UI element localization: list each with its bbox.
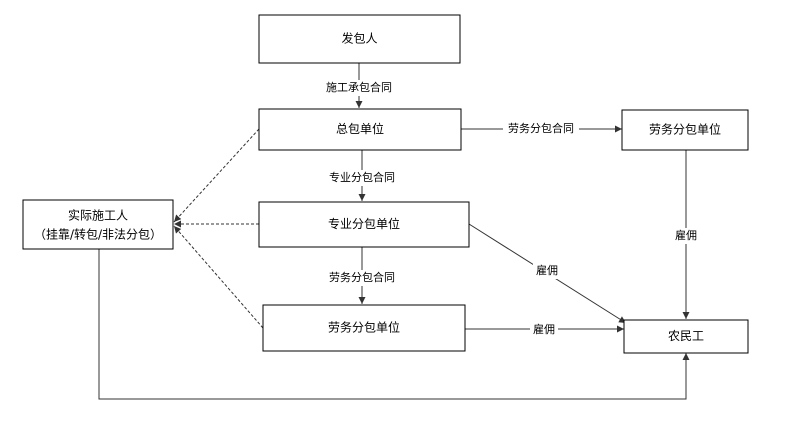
edge-dashed-labor-to-actual	[173, 225, 264, 329]
edge-label-hire-diagonal: 雇佣	[536, 263, 558, 277]
edge-label-construction-contract: 施工承包合同	[326, 80, 392, 94]
node-employer: 发包人	[258, 14, 461, 64]
node-labor-subcontractor-mid-label: 劳务分包单位	[328, 320, 400, 335]
edge-label-hire-bottom: 雇佣	[533, 322, 555, 336]
node-actual-builder-label-line2: （挂靠/转包/非法分包）	[34, 227, 162, 242]
node-specialty-subcontractor-label: 专业分包单位	[328, 216, 400, 231]
node-actual-builder-label-line1: 实际施工人	[68, 208, 128, 223]
edge-label-labor-contract-right: 劳务分包合同	[508, 121, 574, 135]
node-general-contractor: 总包单位	[258, 108, 462, 151]
node-employer-label: 发包人	[341, 31, 377, 46]
edge-actual-builder-to-workers	[98, 249, 690, 400]
node-actual-builder: 实际施工人 （挂靠/转包/非法分包）	[22, 199, 174, 250]
node-general-contractor-label: 总包单位	[336, 121, 384, 136]
edge-label-labor-contract-mid: 劳务分包合同	[329, 270, 395, 284]
node-migrant-workers-label: 农民工	[668, 329, 704, 343]
edge-label-specialty-contract: 专业分包合同	[329, 170, 395, 184]
node-labor-subcontractor-right: 劳务分包单位	[621, 109, 749, 151]
node-labor-subcontractor-right-label: 劳务分包单位	[649, 122, 721, 137]
edge-dashed-general-to-actual	[173, 128, 260, 223]
edge-label-hire-right: 雇佣	[675, 228, 697, 242]
node-migrant-workers: 农民工	[623, 319, 749, 354]
node-specialty-subcontractor: 专业分包单位	[258, 201, 470, 248]
node-labor-subcontractor-mid: 劳务分包单位	[262, 304, 466, 352]
